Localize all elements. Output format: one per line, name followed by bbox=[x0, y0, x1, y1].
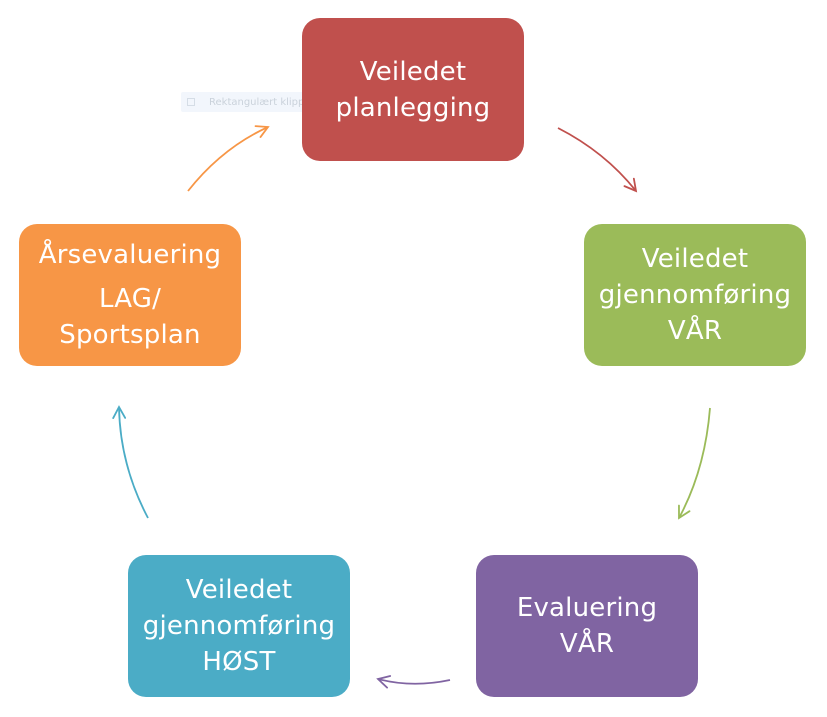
arrow-vaar-to-eval bbox=[678, 407, 711, 520]
arrow-eval-to-host bbox=[376, 675, 451, 689]
node-label-line: LAG/ bbox=[98, 284, 162, 314]
snip-icon bbox=[187, 98, 195, 106]
node-label-line: Veiledet bbox=[185, 575, 293, 605]
node-label-line: gjennomføring bbox=[142, 611, 336, 641]
node-label-line: Veiledet bbox=[359, 56, 467, 87]
arrow-host-to-aars bbox=[112, 405, 149, 519]
node-label-line: VÅR bbox=[559, 629, 615, 659]
node-label-line: Veiledet bbox=[641, 244, 749, 274]
node-veiledet-gjennomforing-vaar: Veiledet gjennomføring VÅR bbox=[584, 224, 806, 366]
node-aarsevaluering: Årsevaluering LAG/ Sportsplan bbox=[19, 224, 241, 366]
node-label-line: HØST bbox=[202, 647, 276, 677]
arrow-plan-to-vaar bbox=[557, 127, 638, 193]
node-label-line: gjennomføring bbox=[598, 280, 792, 310]
node-evaluering-vaar: Evaluering VÅR bbox=[476, 555, 698, 697]
node-label-line: VÅR bbox=[667, 316, 723, 346]
node-label-line: Sportsplan bbox=[59, 320, 201, 350]
node-veiledet-planlegging: Veiledet planlegging bbox=[302, 18, 524, 161]
node-veiledet-gjennomforing-host: Veiledet gjennomføring HØST bbox=[128, 555, 350, 697]
node-label-line: planlegging bbox=[335, 92, 491, 123]
snip-tooltip-label: Rektangulært klipp bbox=[209, 96, 305, 108]
arrow-aars-to-plan bbox=[187, 125, 270, 192]
node-label-line: Evaluering bbox=[516, 593, 658, 623]
node-label-line: Årsevaluering bbox=[38, 240, 222, 270]
